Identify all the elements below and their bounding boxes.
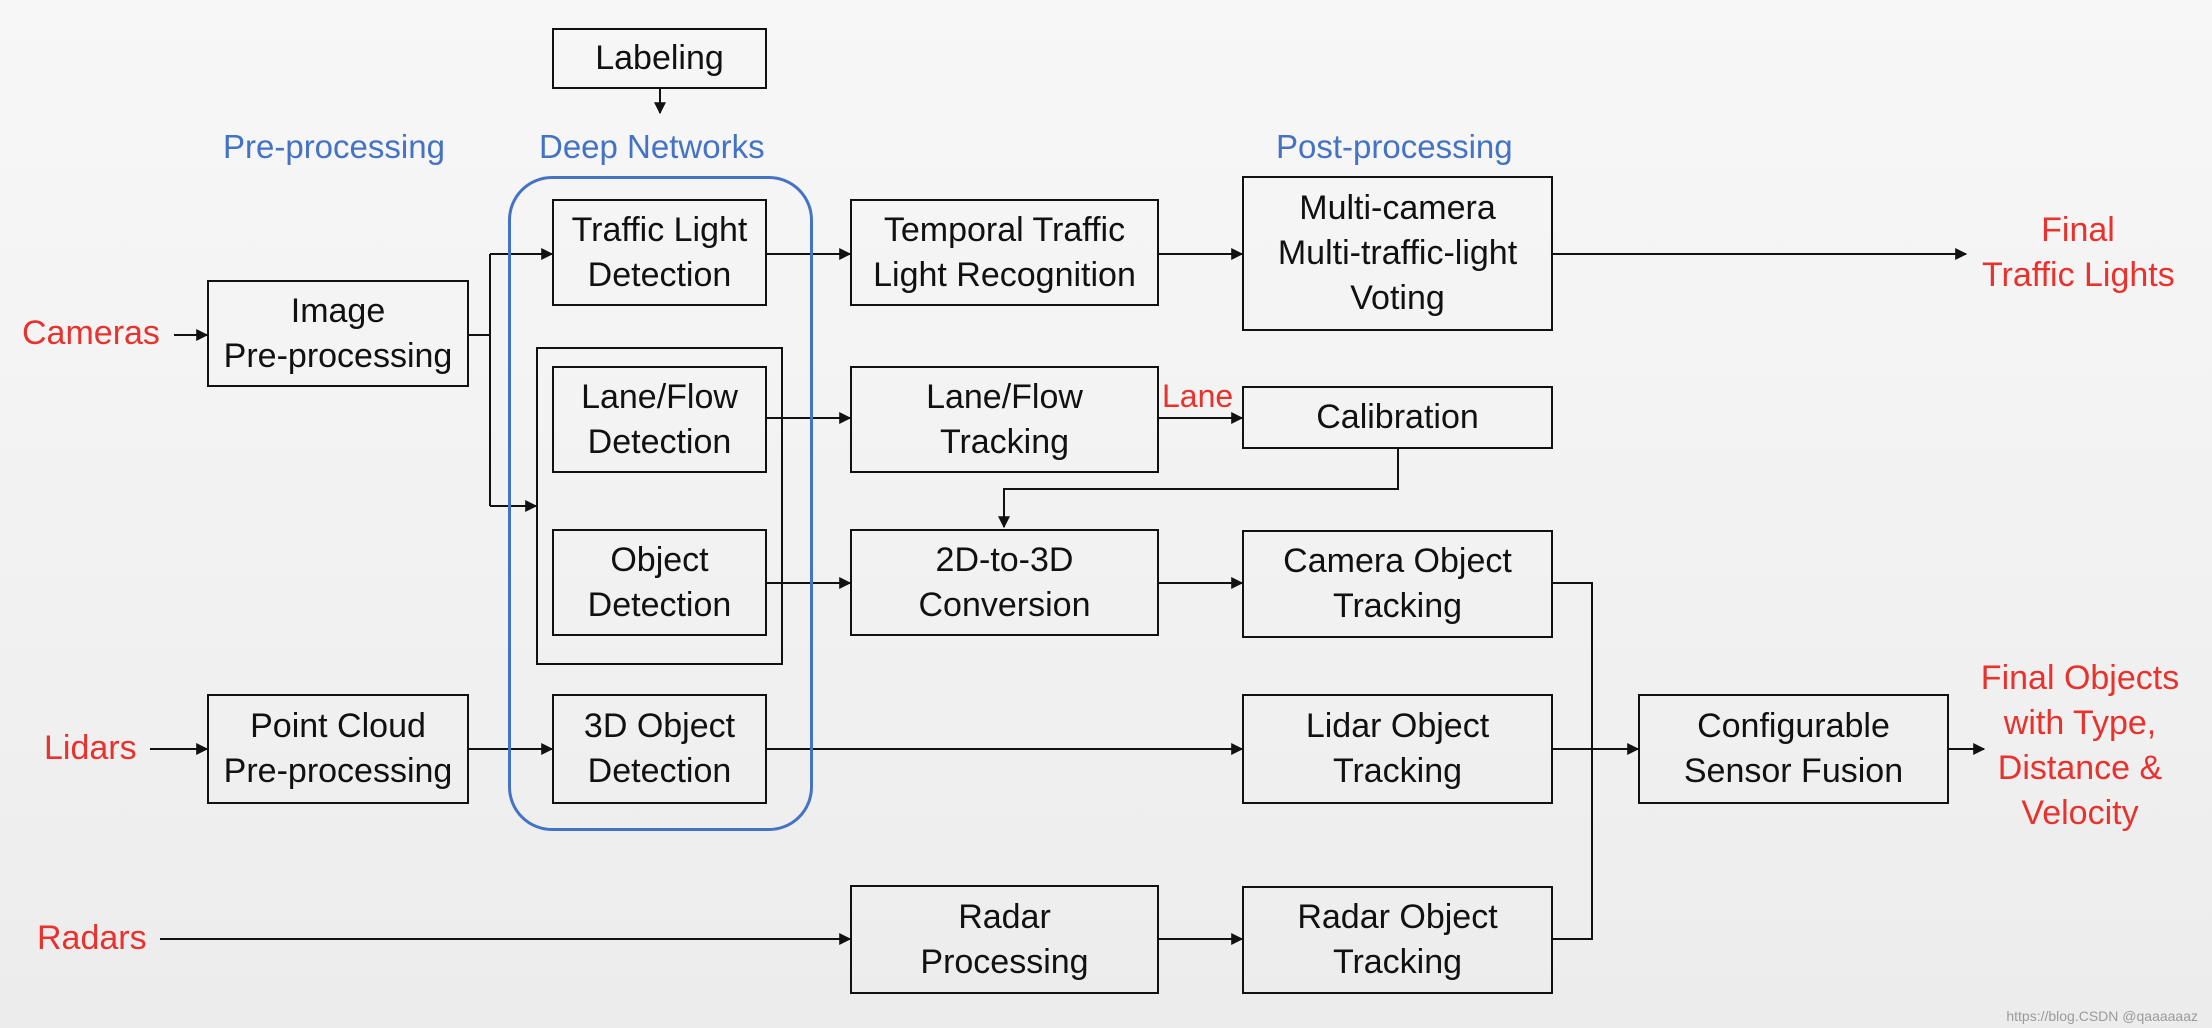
- input-lidars: Lidars: [44, 729, 137, 767]
- box-multi-camera-voting-line-2: Multi-traffic-light: [1277, 234, 1518, 272]
- box-traffic-light-detection: Traffic Light Detection: [552, 199, 767, 306]
- box-point-cloud-preprocessing-line-2: Pre-processing: [223, 752, 453, 790]
- box-lane-flow-tracking: Lane/Flow Tracking: [850, 366, 1159, 473]
- input-cameras: Cameras: [22, 314, 160, 352]
- box-calibration: Calibration: [1242, 386, 1553, 449]
- watermark: https://blog.CSDN @qaaaaaaz: [2006, 1008, 2198, 1024]
- stage-deep-networks: Deep Networks: [539, 128, 765, 165]
- box-lane-flow-tracking-line-2: Tracking: [939, 422, 1070, 461]
- box-camera-object-tracking: Camera Object Tracking: [1242, 530, 1553, 638]
- box-image-preprocessing-line-2: Pre-processing: [223, 336, 453, 375]
- box-traffic-light-detection-line-2: Detection: [587, 255, 732, 294]
- box-radar-object-tracking-line-2: Tracking: [1332, 943, 1463, 981]
- box-temporal-traffic-light-recognition-line-1: Temporal Traffic: [883, 210, 1126, 249]
- deep-networks-group: [508, 176, 813, 831]
- output-final-traffic-lights-line-1: Final: [2041, 211, 2115, 249]
- box-lane-flow-detection-line-1: Lane/Flow: [581, 377, 738, 416]
- box-3d-object-detection-line-1: 3D Object: [583, 707, 736, 745]
- box-lane-flow-tracking-line-1: Lane/Flow: [926, 377, 1083, 416]
- box-lane-flow-detection: Lane/Flow Detection: [552, 366, 767, 473]
- box-multi-camera-voting-line-1: Multi-camera: [1299, 189, 1496, 227]
- box-configurable-sensor-fusion-line-1: Configurable: [1697, 707, 1890, 745]
- box-radar-object-tracking: Radar Object Tracking: [1242, 886, 1553, 994]
- output-final-traffic-lights-line-2: Traffic Lights: [1982, 256, 2175, 294]
- input-radars: Radars: [37, 919, 147, 957]
- edge-label-lane: Lane: [1162, 378, 1234, 414]
- box-radar-processing-line-2: Processing: [920, 942, 1089, 981]
- box-temporal-traffic-light-recognition-line-2: Light Recognition: [873, 255, 1136, 294]
- box-labeling-line-1: Labeling: [595, 39, 724, 77]
- output-final-objects: Final Objects with Type, Distance & Velo…: [1980, 656, 2180, 836]
- box-object-detection: Object Detection: [552, 529, 767, 636]
- output-final-objects-line-4: Velocity: [2021, 794, 2139, 832]
- box-3d-object-detection: 3D Object Detection: [552, 694, 767, 804]
- box-traffic-light-detection-line-1: Traffic Light: [571, 210, 748, 249]
- box-lidar-object-tracking-line-2: Tracking: [1332, 752, 1463, 790]
- box-multi-camera-voting: Multi-camera Multi-traffic-light Voting: [1242, 176, 1553, 331]
- box-point-cloud-preprocessing-line-1: Point Cloud: [250, 707, 426, 745]
- box-camera-object-tracking-line-2: Tracking: [1332, 587, 1463, 625]
- box-multi-camera-voting-line-3: Voting: [1350, 279, 1445, 317]
- detection-subgroup: [536, 347, 783, 665]
- output-final-objects-line-2: with Type,: [2003, 704, 2157, 742]
- box-2d-to-3d-conversion: 2D-to-3D Conversion: [850, 529, 1159, 636]
- connector-camera-tracking-to-fusion: [1553, 582, 1593, 940]
- box-lidar-object-tracking-line-1: Lidar Object: [1305, 707, 1490, 745]
- box-temporal-traffic-light-recognition: Temporal Traffic Light Recognition: [850, 199, 1159, 306]
- box-radar-processing-line-1: Radar: [958, 897, 1051, 936]
- box-object-detection-line-2: Detection: [587, 585, 732, 624]
- box-configurable-sensor-fusion-line-2: Sensor Fusion: [1683, 752, 1904, 790]
- stage-post-processing: Post-processing: [1276, 128, 1513, 165]
- box-point-cloud-preprocessing: Point Cloud Pre-processing: [207, 694, 469, 804]
- box-camera-object-tracking-line-1: Camera Object: [1283, 542, 1512, 580]
- box-object-detection-line-1: Object: [610, 540, 709, 579]
- box-calibration-line-1: Calibration: [1316, 398, 1479, 436]
- arrow-calibration-to-2d-3d: [998, 449, 1399, 529]
- output-final-objects-line-3: Distance &: [1997, 749, 2163, 787]
- box-radar-object-tracking-line-1: Radar Object: [1297, 898, 1498, 936]
- box-2d-to-3d-conversion-line-1: 2D-to-3D: [935, 540, 1074, 579]
- box-configurable-sensor-fusion: Configurable Sensor Fusion: [1638, 694, 1949, 804]
- stage-pre-processing: Pre-processing: [223, 128, 445, 165]
- box-3d-object-detection-line-2: Detection: [587, 752, 732, 790]
- box-image-preprocessing: Image Pre-processing: [207, 280, 469, 387]
- box-2d-to-3d-conversion-line-2: Conversion: [918, 585, 1091, 624]
- box-labeling: Labeling: [552, 28, 767, 89]
- box-lidar-object-tracking: Lidar Object Tracking: [1242, 694, 1553, 804]
- output-final-objects-line-1: Final Objects: [1980, 659, 2180, 697]
- box-radar-processing: Radar Processing: [850, 885, 1159, 994]
- output-final-traffic-lights: Final Traffic Lights: [1982, 208, 2175, 298]
- box-lane-flow-detection-line-2: Detection: [587, 422, 732, 461]
- box-image-preprocessing-line-1: Image: [290, 291, 386, 330]
